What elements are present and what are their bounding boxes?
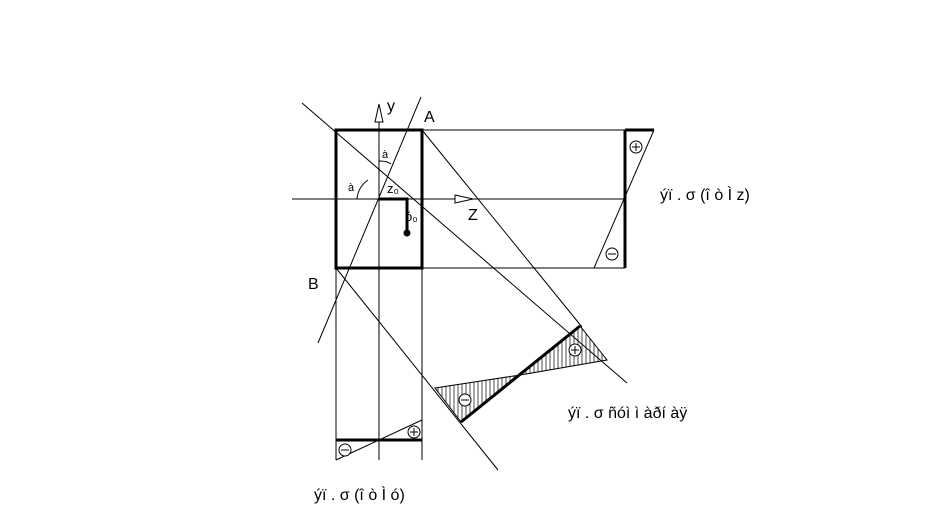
y0-label: ó₀	[405, 209, 418, 224]
plus-sign-icon	[407, 425, 421, 439]
sigma-total-positive-area	[518, 325, 608, 376]
minus-sign-icon	[338, 443, 352, 457]
diagonal-line-mid	[421, 129, 583, 328]
diagonal-line-bottom	[335, 267, 499, 471]
angle-label-1: à	[382, 149, 389, 161]
y-axis-label: y	[387, 98, 395, 115]
point-a-label: A	[424, 109, 435, 126]
angle-label-2: à	[348, 182, 355, 194]
plus-sign-icon	[629, 140, 643, 154]
minus-sign-icon	[605, 247, 619, 261]
angle-arc-2	[356, 179, 369, 200]
sigma-y-caption: ýï . σ (î ò Ì ó)	[314, 485, 405, 504]
sigma-z-slope-line	[593, 129, 655, 269]
y-axis-arrow-icon	[374, 103, 384, 123]
sigma-total-base-line	[460, 324, 581, 424]
load-point-icon	[403, 229, 411, 237]
plus-sign-icon	[568, 343, 582, 357]
point-b-label: B	[308, 276, 319, 293]
angle-arc-1	[378, 160, 392, 165]
origin-label: z₀	[387, 181, 399, 196]
neutral-axis-line	[317, 96, 422, 344]
sigma-total-negative-area	[434, 374, 522, 423]
z-axis-label: Z	[468, 207, 478, 224]
sigma-z-caption: ýï . σ (î ò Ì z)	[660, 185, 750, 204]
z-axis-arrow-icon	[454, 194, 474, 204]
load-offset-line	[379, 197, 409, 233]
minus-sign-icon	[458, 393, 472, 407]
sigma-total-caption: ýï . σ ñóì ì àðí àÿ	[568, 405, 687, 422]
